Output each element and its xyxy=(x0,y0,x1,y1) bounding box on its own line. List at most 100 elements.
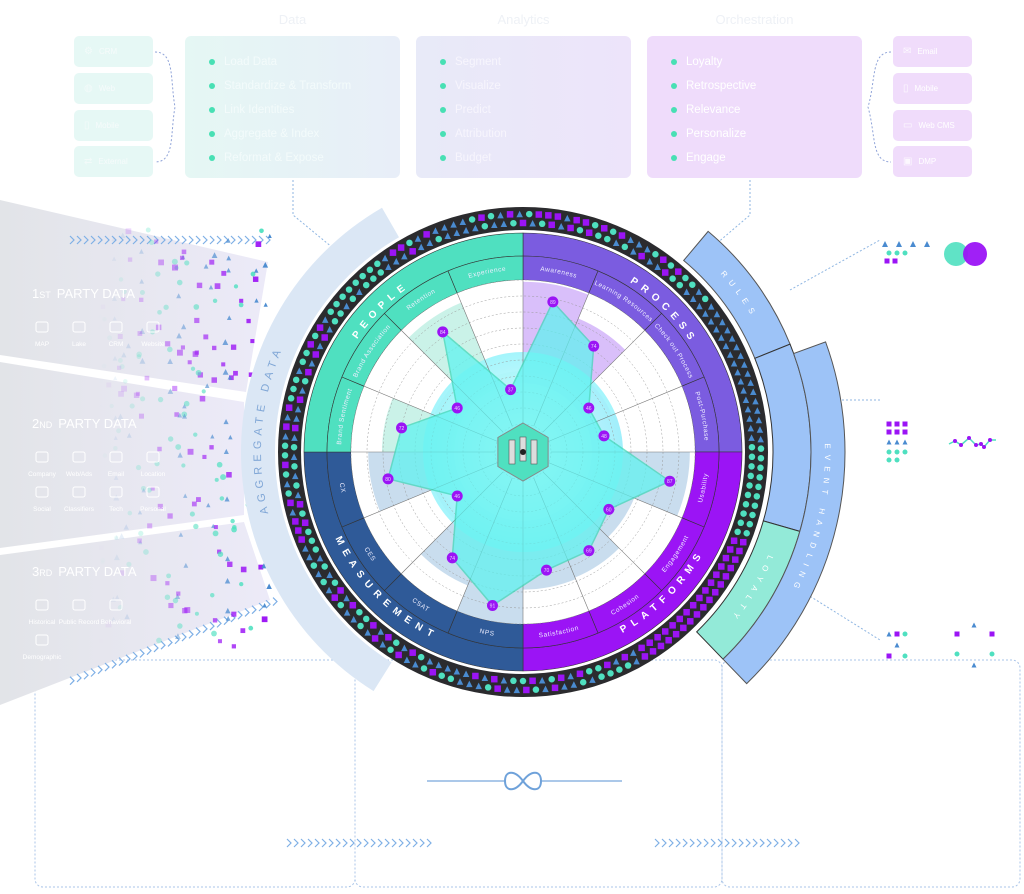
chevron-icon xyxy=(258,602,264,612)
square-marker xyxy=(665,636,672,644)
square-marker xyxy=(202,454,207,460)
circle-marker xyxy=(352,279,359,286)
square-marker xyxy=(389,249,397,256)
bracket-right xyxy=(867,51,892,163)
circle-marker xyxy=(357,622,364,630)
circle-marker xyxy=(212,530,219,537)
square-marker xyxy=(557,674,565,682)
triangle-marker xyxy=(291,434,298,441)
chevron-icon xyxy=(794,838,800,848)
square-marker xyxy=(158,259,164,266)
square-marker xyxy=(307,341,314,348)
chevron-icon xyxy=(738,838,744,848)
circle-marker xyxy=(333,300,340,308)
circle-marker xyxy=(894,449,900,455)
square-marker xyxy=(157,446,162,452)
radar-point xyxy=(396,422,408,434)
circle-marker xyxy=(607,670,614,677)
sub-label: NPS xyxy=(479,628,495,638)
source-label: CRM xyxy=(98,47,118,56)
data-source-label: Personal xyxy=(140,506,166,513)
circle-marker xyxy=(902,631,908,637)
triangle-marker xyxy=(896,241,902,247)
chevron-icon xyxy=(167,235,173,245)
triangle-marker xyxy=(139,328,146,334)
triangle-marker xyxy=(177,452,183,458)
source-label: Mobile xyxy=(95,121,120,130)
chevron-icon xyxy=(104,235,110,245)
triangle-marker xyxy=(557,222,565,230)
triangle-marker xyxy=(748,434,755,441)
analytics-steps-box: Segment Visualize Predict Attribution Bu… xyxy=(416,36,631,178)
square-marker xyxy=(661,628,669,635)
list-item: Segment xyxy=(440,50,631,74)
circle-marker xyxy=(757,445,765,452)
data-source-icon xyxy=(72,486,86,498)
square-marker xyxy=(168,602,174,609)
circle-marker xyxy=(171,258,178,265)
triangle-marker xyxy=(183,493,188,498)
chevron-icon xyxy=(419,838,425,848)
square-marker xyxy=(894,631,900,637)
triangle-marker xyxy=(412,661,419,668)
data-source-label: Web/Ads xyxy=(66,471,93,478)
radar-point-label: 46 xyxy=(454,494,460,500)
circle-marker xyxy=(447,675,455,683)
chevron-icon xyxy=(307,838,313,848)
circle-marker xyxy=(676,281,684,289)
chevron-icon xyxy=(342,838,348,848)
list-item: Loyalty xyxy=(671,50,862,74)
chevron-icon xyxy=(132,235,138,245)
circle-marker xyxy=(312,546,320,553)
data-source-icon xyxy=(35,599,49,611)
triangle-marker xyxy=(308,360,316,367)
square-marker xyxy=(165,341,171,347)
sparkline-point xyxy=(953,439,957,443)
radar-point-label: 74 xyxy=(450,556,456,562)
channel-email: ✉Email xyxy=(893,36,972,67)
chevron-icon xyxy=(83,235,89,245)
triangle-marker xyxy=(326,571,333,578)
triangle-marker xyxy=(401,644,408,652)
chevron-icon xyxy=(724,838,730,848)
circle-marker xyxy=(139,290,145,295)
triangle-marker xyxy=(210,434,215,439)
chevron-icon xyxy=(251,605,257,615)
data-source-label: Lake xyxy=(72,341,86,348)
circle-marker xyxy=(136,351,142,358)
chevron-icon xyxy=(104,662,110,672)
circle-marker xyxy=(155,271,161,277)
triangle-marker xyxy=(886,631,892,637)
square-marker xyxy=(176,591,181,596)
square-marker xyxy=(727,564,735,572)
data-source-icon xyxy=(35,486,49,498)
circle-marker xyxy=(287,395,295,402)
circle-marker xyxy=(954,651,960,657)
data-source-label: Historical xyxy=(29,619,56,626)
triangle-marker xyxy=(381,254,389,262)
triangle-marker xyxy=(296,367,303,374)
square-marker xyxy=(395,651,402,659)
right-icon-groups xyxy=(882,241,996,668)
square-marker xyxy=(726,546,734,553)
chevron-icon xyxy=(710,838,716,848)
circle-marker xyxy=(299,510,306,517)
radar-point xyxy=(664,475,676,487)
triangle-marker xyxy=(567,672,574,680)
circle-marker xyxy=(103,453,108,458)
square-marker xyxy=(601,225,608,232)
triangle-marker xyxy=(226,255,232,261)
circle-marker xyxy=(248,625,254,631)
square-marker xyxy=(884,258,890,264)
chevron-icon xyxy=(349,838,355,848)
circle-marker xyxy=(285,490,292,497)
square-marker xyxy=(250,339,255,344)
circle-marker xyxy=(311,332,319,340)
square-marker xyxy=(736,547,743,555)
square-marker xyxy=(150,486,155,491)
square-marker xyxy=(551,684,559,692)
triangle-marker xyxy=(139,249,144,254)
square-marker xyxy=(680,624,687,632)
triangle-marker xyxy=(612,239,620,247)
triangle-marker xyxy=(225,615,231,621)
